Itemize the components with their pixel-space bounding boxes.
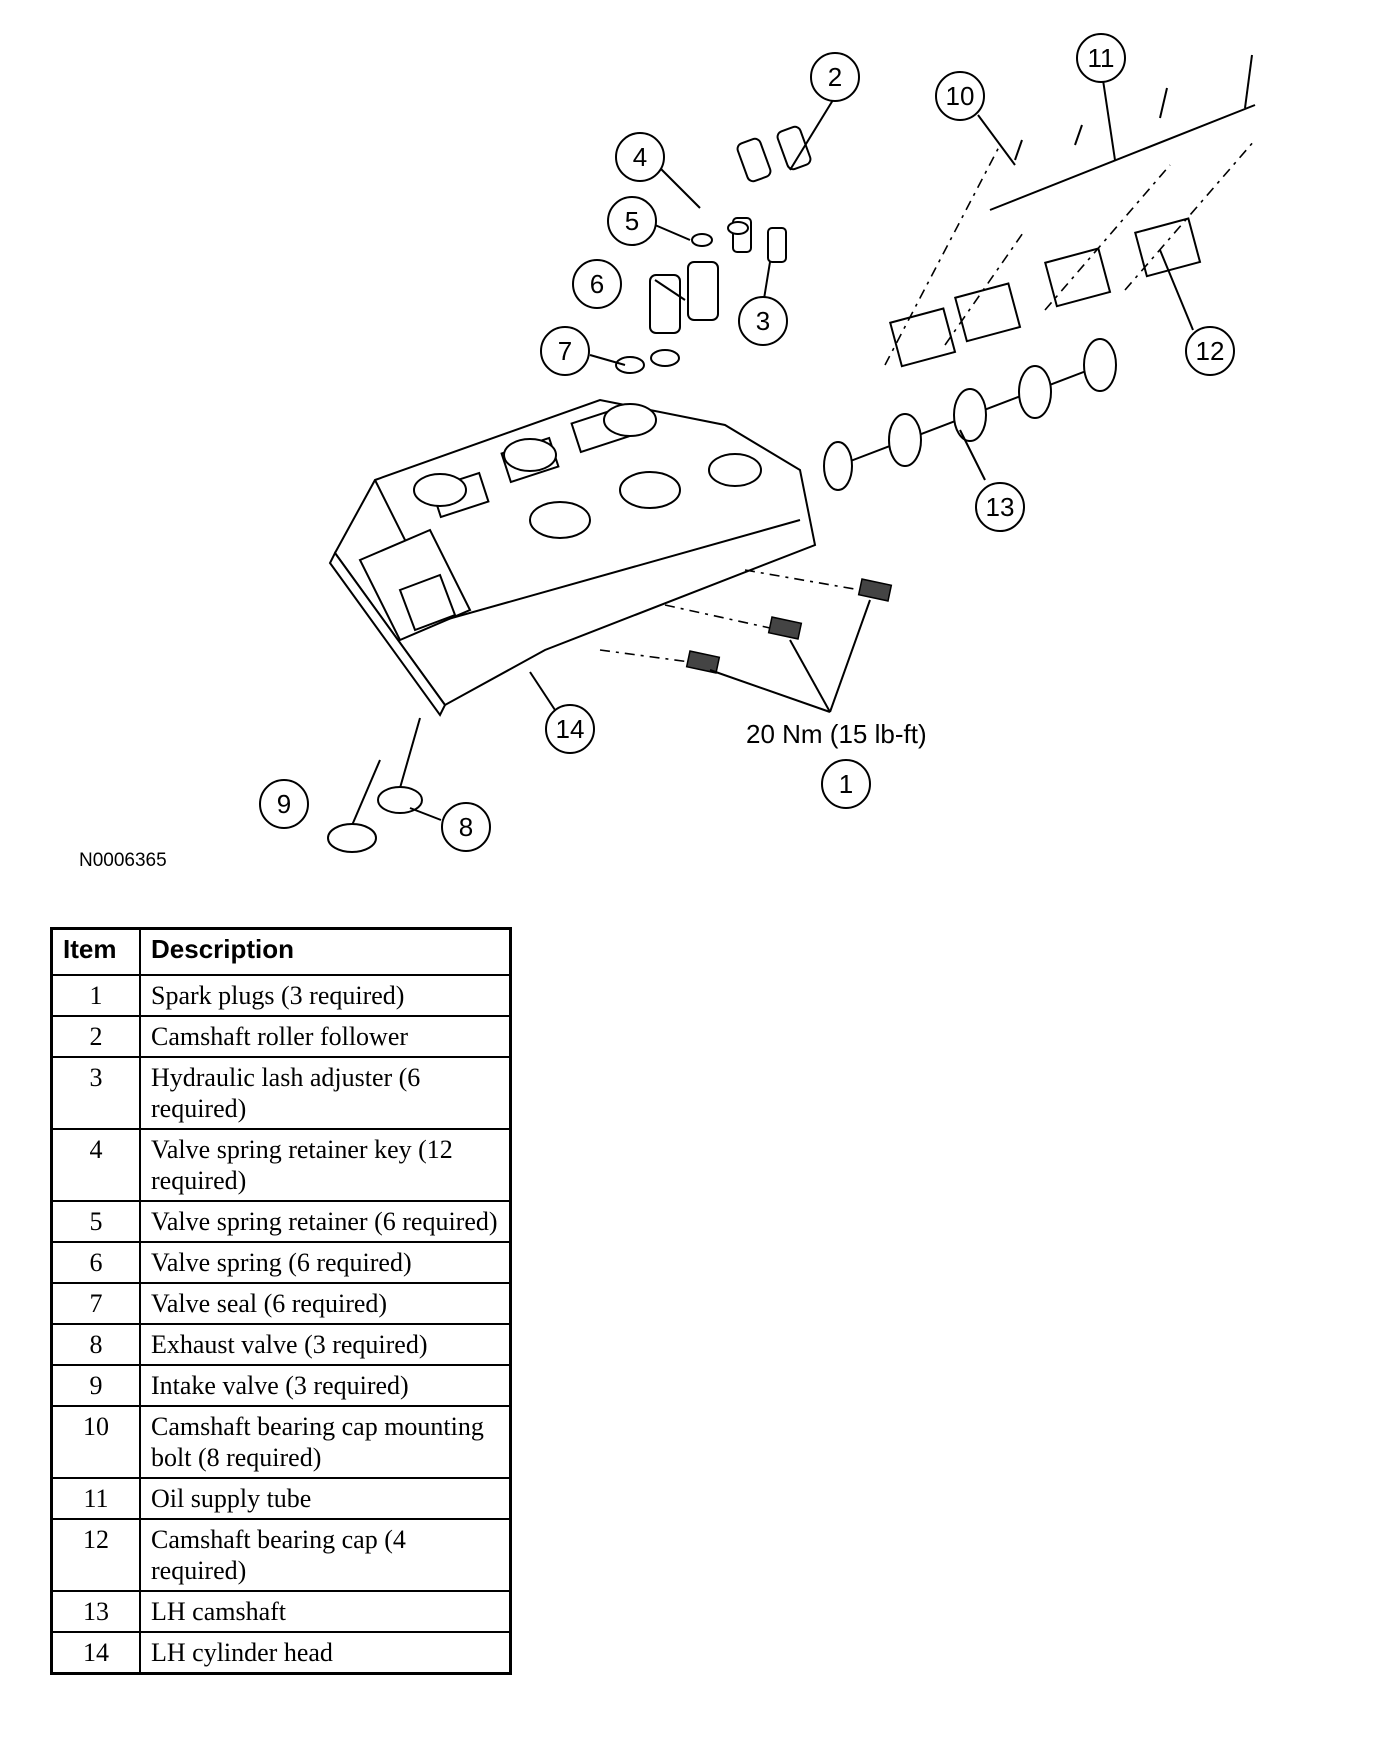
svg-text:6: 6 — [590, 269, 604, 299]
camshaft-illustration — [823, 338, 1117, 491]
item-number: 11 — [50, 1477, 141, 1520]
item-number: 13 — [50, 1590, 141, 1633]
figure-id: N0006365 — [79, 850, 167, 871]
callout-1: 1 — [821, 759, 871, 809]
svg-text:4: 4 — [633, 142, 647, 172]
svg-text:11: 11 — [1088, 43, 1115, 73]
item-number: 3 — [50, 1056, 141, 1130]
item-number: 1 — [50, 974, 141, 1017]
item-description: LH camshaft — [139, 1590, 512, 1633]
item-description: Valve seal (6 required) — [139, 1282, 512, 1325]
item-number: 2 — [50, 1015, 141, 1058]
svg-text:3: 3 — [756, 306, 770, 336]
item-description: Camshaft roller follower — [139, 1015, 512, 1058]
item-number: 7 — [50, 1282, 141, 1325]
item-description: Intake valve (3 required) — [139, 1364, 512, 1407]
item-description: Oil supply tube — [139, 1477, 512, 1520]
item-number: 5 — [50, 1200, 141, 1243]
callout-9: 9 — [259, 779, 309, 829]
legend-header-description: Description — [139, 927, 512, 976]
item-description: Valve spring retainer key (12 required) — [139, 1128, 512, 1202]
exploded-view-diagram: 1 2 3 4 5 6 7 8 9 10 11 12 13 14 20 Nm (… — [79, 33, 1256, 871]
svg-text:5: 5 — [625, 206, 639, 236]
callout-7: 7 — [540, 326, 590, 376]
callout-14: 14 — [545, 704, 595, 754]
callout-4: 4 — [615, 132, 665, 182]
item-number: 6 — [50, 1241, 141, 1284]
item-number: 9 — [50, 1364, 141, 1407]
item-description: Camshaft bearing cap mounting bolt (8 re… — [139, 1405, 512, 1479]
callout-3: 3 — [738, 296, 788, 346]
bearing-caps-illustration — [884, 54, 1256, 368]
svg-text:8: 8 — [459, 812, 473, 842]
svg-text:10: 10 — [946, 81, 975, 111]
valves-illustration — [327, 717, 423, 853]
svg-text:7: 7 — [558, 336, 572, 366]
item-number: 10 — [50, 1405, 141, 1479]
item-description: LH cylinder head — [139, 1631, 512, 1675]
callout-11: 11 — [1076, 33, 1126, 83]
legend-header-item: Item — [50, 927, 141, 976]
callout-10: 10 — [935, 71, 985, 121]
valvetrain-parts-illustration — [615, 125, 812, 374]
item-description: Camshaft bearing cap (4 required) — [139, 1518, 512, 1592]
item-description: Spark plugs (3 required) — [139, 974, 512, 1017]
legend-header-row: Item Description — [50, 927, 512, 976]
callout-8: 8 — [441, 802, 491, 852]
torque-spec-label: 20 Nm (15 lb-ft) — [746, 719, 927, 749]
item-description: Exhaust valve (3 required) — [139, 1323, 512, 1366]
callout-12: 12 — [1185, 326, 1235, 376]
cylinder-head-illustration — [328, 398, 817, 717]
spark-plugs-illustration — [599, 569, 893, 713]
item-description: Hydraulic lash adjuster (6 required) — [139, 1056, 512, 1130]
svg-text:13: 13 — [986, 492, 1015, 522]
svg-text:9: 9 — [277, 789, 291, 819]
callout-13: 13 — [975, 482, 1025, 532]
item-number: 12 — [50, 1518, 141, 1592]
item-number: 14 — [50, 1631, 141, 1675]
svg-text:14: 14 — [556, 714, 585, 744]
svg-text:2: 2 — [828, 62, 842, 92]
item-description: Valve spring retainer (6 required) — [139, 1200, 512, 1243]
callout-6: 6 — [572, 259, 622, 309]
item-number: 4 — [50, 1128, 141, 1202]
item-description: Valve spring (6 required) — [139, 1241, 512, 1284]
item-number: 8 — [50, 1323, 141, 1366]
callout-leaders — [409, 79, 1194, 821]
svg-text:1: 1 — [839, 769, 853, 799]
svg-text:12: 12 — [1196, 336, 1225, 366]
callout-5: 5 — [607, 196, 657, 246]
callout-2: 2 — [810, 52, 860, 102]
